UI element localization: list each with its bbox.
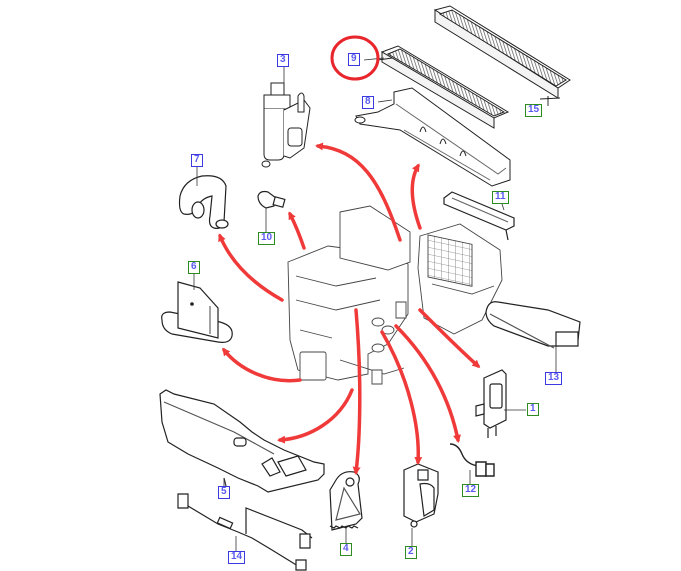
filter-cover	[444, 192, 514, 240]
wire-connector	[450, 444, 494, 476]
arrow-to-lower-duct-5	[277, 388, 354, 444]
assembly-arrows	[218, 142, 481, 475]
callout-10[interactable]: 10	[258, 232, 276, 245]
arrow-to-connector-12	[394, 324, 461, 443]
blower-motor-resistor	[476, 370, 506, 438]
arrow-to-filter-housing	[410, 163, 422, 230]
arrow-to-lever-4	[352, 308, 362, 475]
callout-7[interactable]: 7	[191, 154, 203, 167]
arrow-to-actuator-2	[380, 330, 423, 465]
arrow-to-sensor-10	[288, 211, 306, 250]
callout-15[interactable]: 15	[525, 104, 543, 117]
arrow-to-resistor-1	[418, 308, 481, 368]
heater-housing	[288, 206, 502, 384]
hose-elbow	[180, 176, 229, 229]
cabin-filter-rear	[435, 6, 570, 106]
callout-8[interactable]: 8	[362, 96, 374, 109]
wiring-harness	[178, 494, 312, 570]
callout-9[interactable]: 9	[348, 53, 360, 66]
callout-14[interactable]: 14	[228, 551, 246, 564]
drain-duct	[162, 282, 233, 342]
actuator-lower	[404, 464, 438, 527]
arrow-to-hose-7	[218, 233, 284, 302]
arrow-to-actuator-3	[315, 142, 402, 242]
actuator-upper	[262, 83, 310, 167]
callout-1[interactable]: 1	[527, 403, 539, 416]
callout-6[interactable]: 6	[188, 261, 200, 274]
arrow-to-drain-duct-6	[222, 347, 302, 383]
lower-duct	[160, 390, 324, 492]
sensor	[258, 192, 285, 209]
air-duct	[486, 302, 580, 348]
callout-13[interactable]: 13	[545, 372, 563, 385]
toothed-lever	[330, 472, 362, 530]
filter-housing	[355, 88, 510, 186]
callout-11[interactable]: 11	[492, 191, 509, 204]
highlight-circle	[330, 35, 380, 81]
callout-12[interactable]: 12	[462, 484, 480, 497]
callout-3[interactable]: 3	[277, 54, 289, 67]
callout-2[interactable]: 2	[405, 546, 417, 559]
callout-5[interactable]: 5	[218, 486, 230, 499]
callout-4[interactable]: 4	[340, 543, 352, 556]
cabin-filter-front	[378, 46, 508, 128]
